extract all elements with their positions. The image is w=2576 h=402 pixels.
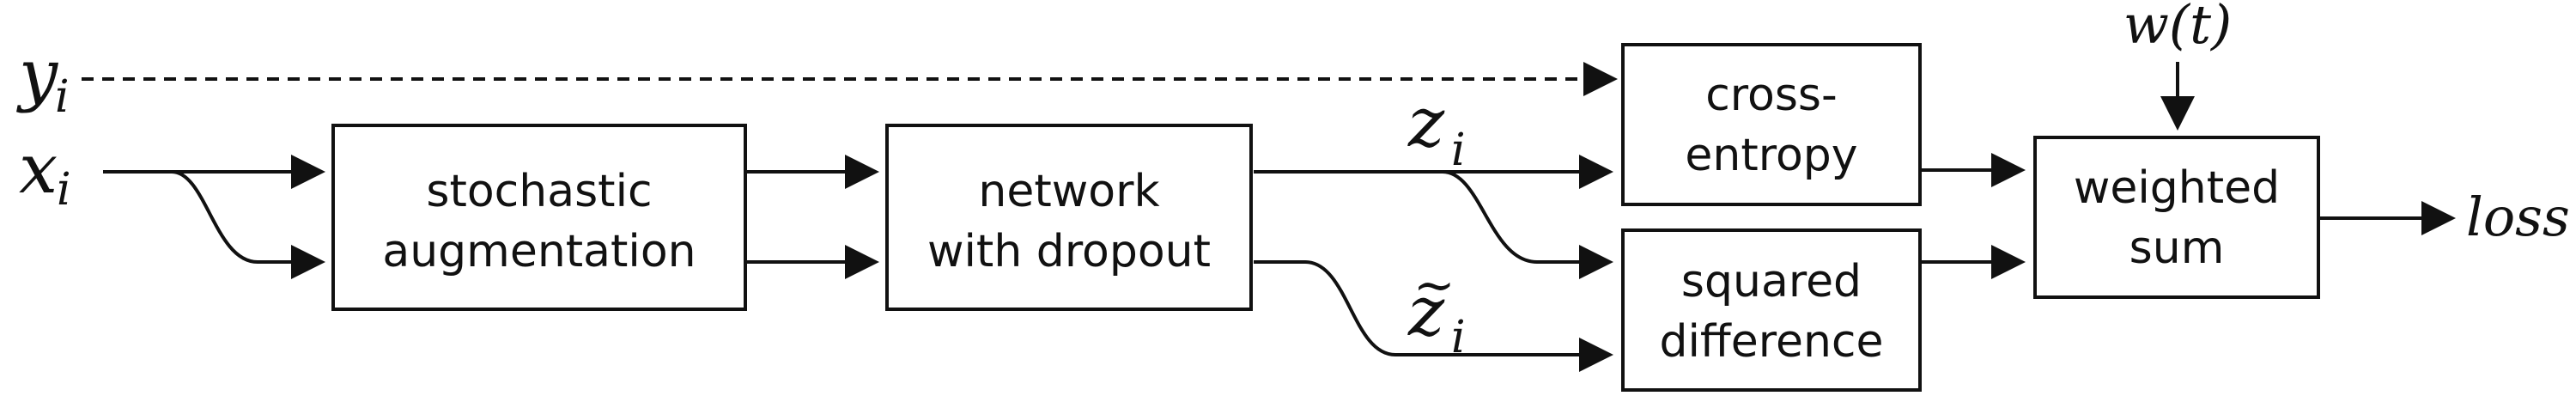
input-y-label: y i: [16, 34, 70, 123]
loss-label: loss: [2466, 186, 2570, 248]
cross-entropy-box: [1621, 43, 1922, 206]
network-box: [885, 124, 1253, 311]
squared-difference-line2: difference: [1659, 316, 1883, 368]
z-base: z: [1407, 82, 1445, 162]
x-base: x: [19, 129, 58, 209]
network-block: network with dropout: [885, 124, 1253, 311]
squared-difference-block: squared difference: [1621, 228, 1922, 392]
weight-label: w(t): [2123, 0, 2232, 56]
z-subscript: i: [1451, 125, 1466, 176]
augmentation-line2: augmentation: [382, 226, 696, 277]
z-tilde-mark: ~: [1413, 256, 1455, 314]
z-tilde-subscript: i: [1451, 312, 1466, 363]
weighted-sum-line2: sum: [2129, 222, 2225, 274]
augmentation-line1: stochastic: [426, 166, 652, 217]
network-line2: with dropout: [927, 226, 1211, 277]
augmentation-block: stochastic augmentation: [331, 124, 747, 311]
y-subscript: i: [55, 71, 70, 123]
squared-difference-box: [1621, 228, 1922, 392]
weighted-sum-block: weighted sum: [2033, 136, 2320, 299]
weighted-sum-box: [2033, 136, 2320, 299]
squared-difference-line1: squared: [1681, 256, 1862, 308]
weighted-sum-line1: weighted: [2074, 162, 2280, 214]
y-base: y: [16, 34, 59, 114]
z-tilde-to-squared-difference-arrow: [1254, 260, 1613, 372]
z-tilde-label: ~ z i: [1407, 256, 1466, 363]
input-x-label: x i: [19, 129, 71, 216]
cross-entropy-line2: entropy: [1685, 130, 1857, 181]
z-label: z i: [1407, 82, 1466, 176]
cross-entropy-block: cross- entropy: [1621, 43, 1922, 206]
z-to-squared-difference-arrow: [1442, 170, 1613, 279]
x-lower-path-arrow: [171, 170, 325, 279]
cross-entropy-line1: cross-: [1705, 70, 1838, 121]
z-tilde-base: z: [1407, 271, 1445, 351]
augmentation-box: [331, 124, 747, 311]
network-line1: network: [978, 166, 1159, 217]
x-subscript: i: [57, 164, 71, 216]
